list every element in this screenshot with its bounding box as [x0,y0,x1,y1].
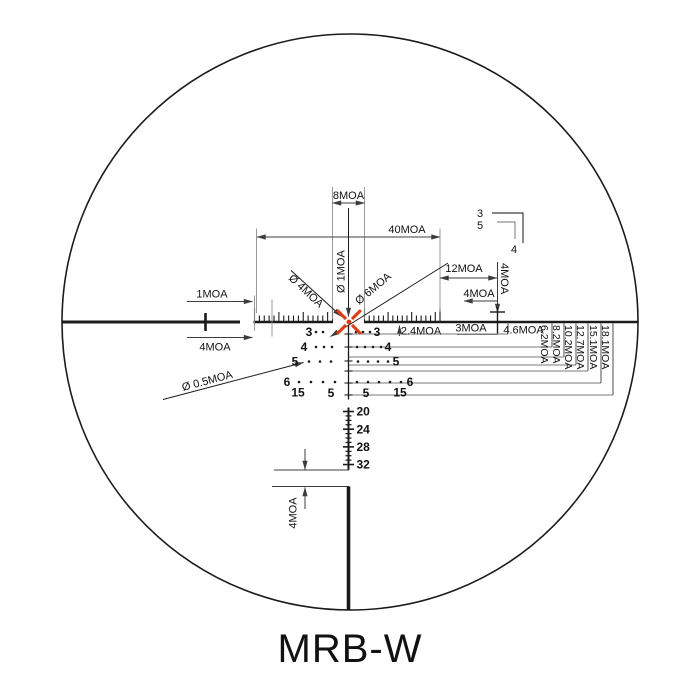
dim-4-6moa-label: 4.6MOA [503,325,544,337]
row-left-6: 6 [284,375,291,389]
upper-ladder-ticks [344,333,353,396]
holdover-dots [297,330,403,384]
legend-outer-bracket [492,212,524,243]
row-right-3: 3 [374,325,381,339]
dim-drop-10-2-label: 10.2MOA [562,325,574,369]
reticle-title: MRB-W [278,627,423,671]
leader-dia-4moa [290,270,342,317]
leader-dia-05moa [162,362,305,400]
dim-40moa-label: 40MOA [388,224,426,236]
row-bottom-left-15: 15 [291,386,305,400]
dia-6moa-label: Ø 6MOA [353,270,394,307]
ladder-32: 32 [357,458,371,472]
holdover-drop-leaders [349,323,614,396]
row-left-4: 4 [301,340,308,354]
row-right-5: 5 [393,355,400,369]
dia-4moa-label: Ø 4MOA [286,272,326,310]
legend-outer-label: 3 [477,208,483,220]
dim-drop-18-1-label: 18.1MOA [599,325,611,369]
dim-drop-12-7-label: 12.7MOA [574,325,586,369]
dim-2-4moa-label: 2.4MOA [401,326,442,338]
row-right-6: 6 [407,375,414,389]
dim-bottom-4moa-label: 4MOA [288,497,300,529]
legend-inner-label: 5 [477,220,483,232]
ladder-28: 28 [357,440,371,454]
row-bottom-left-5: 5 [328,386,335,400]
dia-05moa-label: Ø 0.5MOA [181,369,235,394]
row-left-5: 5 [292,355,299,369]
legend-bottom-label: 4 [511,244,517,256]
elevation-ladder-ticks [343,410,354,466]
dim-4moa-left-label: 4MOA [199,342,231,354]
dim-12moa-label: 12MOA [445,263,483,275]
dim-8moa-label: 8MOA [333,190,365,202]
left-moa-scale-ticks [253,308,334,321]
dim-post-offset-label: 4MOA [463,288,495,300]
legend-inner-bracket [497,221,516,239]
dim-drop-6-2-label: 6.2MOA [538,325,550,364]
ladder-24: 24 [357,423,371,437]
leader-dia-6moa [330,262,449,337]
dim-1moa-left-label: 1MOA [196,289,228,301]
center-red-x-mark [336,309,362,335]
row-bottom-right-5: 5 [363,386,370,400]
dim-3moa-label: 3MOA [455,323,487,335]
row-right-4: 4 [385,340,392,354]
dim-post-height-label: 4MOA [498,263,510,295]
row-left-3: 3 [306,325,313,339]
ladder-20: 20 [357,405,371,419]
dim-drop-8-2-label: 8.2MOA [550,325,562,364]
dia-1moa-label: Ø 1MOA [336,250,348,293]
row-bottom-right-15: 15 [393,386,407,400]
dim-drop-15-1-label: 15.1MOA [587,325,599,369]
right-moa-scale-ticks [363,308,441,321]
